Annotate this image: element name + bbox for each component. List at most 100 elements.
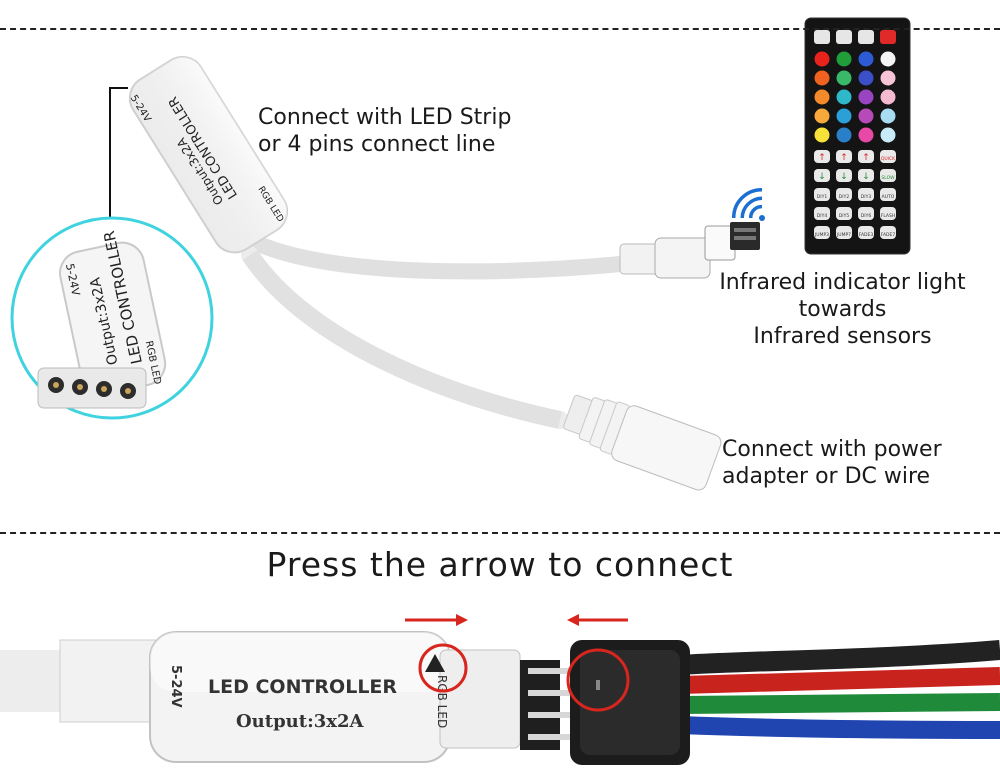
highlight-circle-module (418, 643, 468, 693)
remote-function-button (814, 169, 830, 182)
remote-function-label: FLASH (881, 213, 896, 219)
remote-function-label: ↑ (840, 153, 848, 163)
remote-function-label: DIY2 (839, 194, 850, 200)
remote-function-button (858, 188, 874, 201)
led-cable (242, 232, 648, 280)
leader-line (109, 87, 128, 230)
infrared-signal-icon (731, 187, 765, 221)
black-connector (570, 640, 690, 765)
remote-color-button (814, 127, 830, 143)
remote-top-button (814, 30, 830, 44)
remote-function-label: ↓ (840, 172, 848, 182)
zoom-inset: LED CONTROLLER Output:3x2A 5-24V RGB LED (10, 216, 214, 420)
infrared-line-3: Infrared sensors (753, 324, 932, 349)
remote-function-label: AUTO (882, 194, 895, 200)
remote-function-label: DIY6 (861, 213, 872, 219)
divider-middle (0, 532, 1000, 534)
remote-function-label: ↓ (818, 172, 826, 182)
remote-function-label: JUMP7 (836, 232, 851, 238)
ir-remote: ↑ ↑ ↑ QUICK ↓ ↓ ↓ SLOW DIY1 DIY2 DIY3 AUTO DIY4 DIY5 D… (804, 17, 911, 255)
remote-function-button (836, 188, 852, 201)
remote-function-button (880, 150, 896, 163)
remote-color-button (836, 108, 852, 124)
remote-function-button (858, 169, 874, 182)
remote-color-button (880, 51, 896, 67)
remote-color-button (836, 51, 852, 67)
remote-color-button (858, 70, 874, 86)
arrow-right-icon (405, 614, 468, 626)
remote-function-button (814, 150, 830, 163)
power-label: Connect with power adapter or DC wire (722, 436, 942, 490)
remote-color-button (858, 127, 874, 143)
remote-function-label: FADE3 (859, 232, 874, 238)
infrared-label: Infrared indicator light towards Infrare… (690, 269, 995, 350)
power-line-2: adapter or DC wire (722, 464, 931, 489)
bottom-module-output: Output:3x2A (236, 711, 364, 732)
remote-function-label: FADE7 (881, 232, 896, 238)
remote-color-button (858, 108, 874, 124)
controller-module-top: LED CONTROLLER Output:3x2A 5-24V RGB LED (128, 56, 289, 254)
remote-function-label: ↓ (862, 172, 870, 182)
controller-module-bottom: LED CONTROLLER Output:3x2A 5-24V RGB LED (149, 631, 521, 763)
led-strip-label: Connect with LED Strip or 4 pins connect… (258, 104, 511, 158)
remote-function-button (814, 207, 830, 220)
remote-function-button (814, 226, 830, 239)
remote-color-button (814, 51, 830, 67)
inset-pin-holes (37, 367, 147, 409)
remote-function-label: JUMP3 (814, 232, 829, 238)
remote-function-label: DIY4 (817, 213, 828, 219)
remote-function-label: DIY5 (839, 213, 850, 219)
top-illustration: LED CONTROLLER Output:3x2A 5-24V RGB LED… (10, 17, 911, 491)
remote-color-button (836, 127, 852, 143)
remote-function-button (836, 207, 852, 220)
remote-function-button (858, 226, 874, 239)
remote-function-button (836, 150, 852, 163)
dc-connector (563, 394, 722, 491)
remote-color-button (814, 108, 830, 124)
remote-function-button (858, 207, 874, 220)
bottom-module-tag: RGB LED (435, 675, 449, 728)
remote-top-button (836, 30, 852, 44)
remote-top-button (880, 30, 896, 44)
highlight-circle-connector (566, 648, 630, 712)
remote-function-button (836, 226, 852, 239)
remote-function-label: QUICK (881, 156, 896, 162)
remote-function-button (880, 226, 896, 239)
remote-function-button (814, 188, 830, 201)
infrared-line-1: Infrared indicator light (719, 270, 966, 295)
rgb-wires (679, 640, 1000, 739)
remote-color-button (880, 127, 896, 143)
led-strip-line-2: or 4 pins connect line (258, 132, 496, 157)
remote-function-button (880, 207, 896, 220)
remote-top-button (858, 30, 874, 44)
remote-color-button (814, 70, 830, 86)
remote-function-label: DIY3 (861, 194, 872, 200)
male-pins (520, 660, 578, 750)
bottom-module-name: LED CONTROLLER (208, 676, 397, 698)
power-cable (241, 246, 569, 429)
infrared-line-2: towards (798, 297, 887, 322)
remote-function-label: ↑ (818, 153, 826, 163)
remote-function-button (836, 169, 852, 182)
remote-color-button (814, 89, 830, 105)
remote-color-button (858, 51, 874, 67)
module-arrow-mark (425, 654, 445, 672)
remote-function-label: SLOW (881, 175, 895, 181)
remote-function-button (880, 188, 896, 201)
remote-function-label: DIY1 (817, 194, 828, 200)
power-line-1: Connect with power (722, 437, 942, 462)
remote-color-button (836, 89, 852, 105)
remote-color-button (880, 89, 896, 105)
press-arrow-heading: Press the arrow to connect (266, 545, 734, 584)
arrow-left-icon (567, 614, 628, 626)
remote-color-button (858, 89, 874, 105)
remote-color-button (880, 108, 896, 124)
remote-function-label: ↑ (862, 153, 870, 163)
remote-color-button (836, 70, 852, 86)
led-strip-line-1: Connect with LED Strip (258, 105, 512, 130)
bottom-module-voltage: 5-24V (168, 665, 183, 708)
bottom-left-cable (0, 650, 80, 712)
remote-function-button (858, 150, 874, 163)
remote-color-button (880, 70, 896, 86)
four-pin-connector (619, 222, 760, 279)
